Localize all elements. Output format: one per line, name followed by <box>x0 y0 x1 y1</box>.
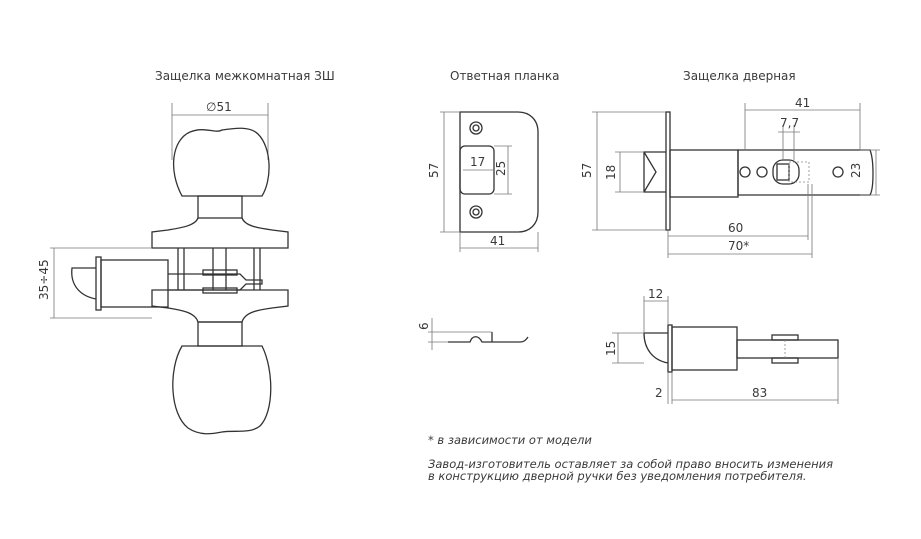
dim-tail-height: 23 <box>849 163 863 178</box>
dim-slot-height: 25 <box>494 161 508 176</box>
footnote: * в зависимости от модели <box>428 433 592 447</box>
dim-bolt-height: 18 <box>604 165 618 180</box>
disclaimer-line-2: в конструкцию дверной ручки без уведомле… <box>428 469 807 483</box>
dim-latch-length: 83 <box>752 386 767 400</box>
dim-tail-length: 41 <box>795 96 810 110</box>
title-strike-plate: Ответная планка <box>450 69 559 83</box>
top-knob <box>172 127 270 197</box>
strike-plate-drawing: 17 25 57 41 6 <box>417 111 539 350</box>
knob-latch-drawing: ∅51 35÷45 <box>37 100 289 435</box>
dim-slot-width: 17 <box>470 155 485 169</box>
dim-backset-60: 60 <box>728 221 743 235</box>
dim-body-height: 15 <box>604 341 618 356</box>
dim-plate-height: 57 <box>580 163 594 178</box>
disclaimer-line-1: Завод-изготовитель оставляет за собой пр… <box>428 457 833 471</box>
dim-plate-thickness: 2 <box>655 386 663 400</box>
dim-hole-spacing: 7,7 <box>780 116 799 130</box>
dim-backset-70: 70* <box>728 239 749 253</box>
dim-strike-height: 57 <box>427 163 441 178</box>
dim-backset-range: 35÷45 <box>37 259 51 300</box>
dim-knob-diameter: ∅51 <box>206 100 232 114</box>
title-knob-latch: Защелка межкомнатная ЗШ <box>155 69 335 83</box>
title-door-latch: Защелка дверная <box>683 69 796 83</box>
dim-strike-thickness: 6 <box>417 322 431 330</box>
dim-bolt-projection: 12 <box>648 287 663 301</box>
door-latch-side-drawing: 12 15 2 83 <box>604 287 839 404</box>
dim-strike-width: 41 <box>490 234 505 248</box>
door-latch-drawing: 41 7,7 57 18 23 60 70* <box>580 96 880 258</box>
